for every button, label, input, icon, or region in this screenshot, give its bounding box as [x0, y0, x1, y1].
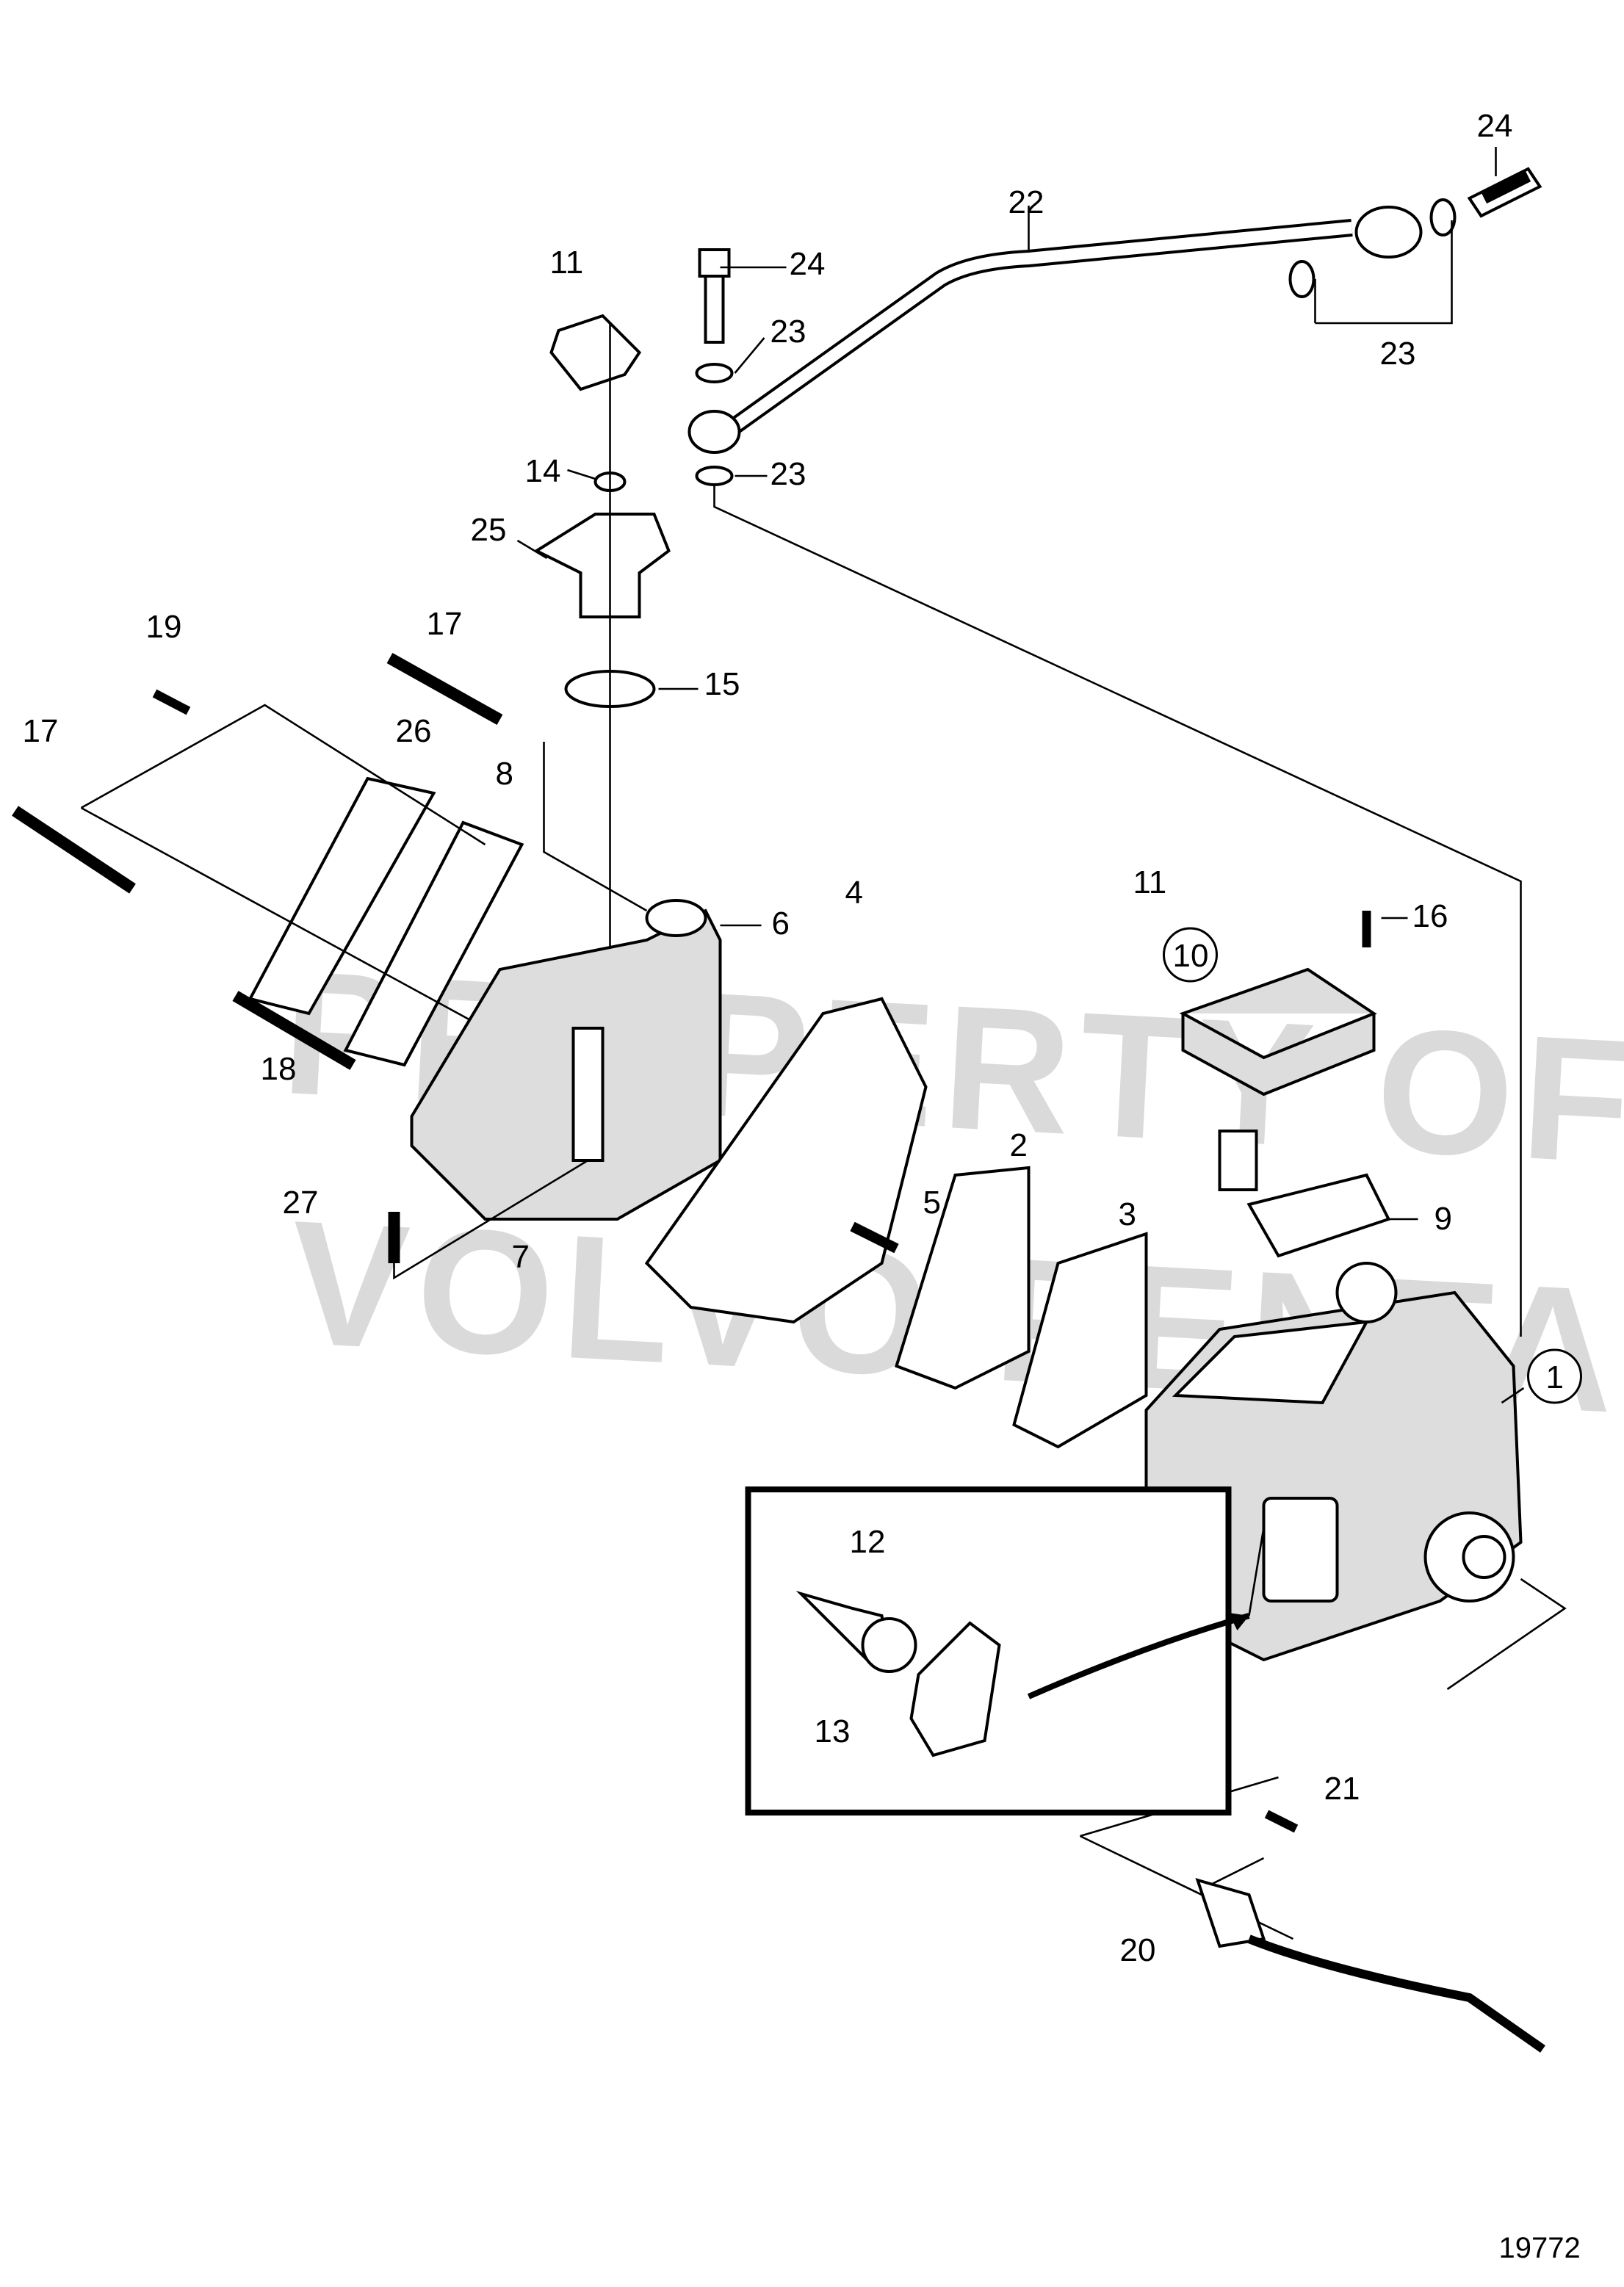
callout-15: 15 — [704, 666, 740, 702]
callout-12: 12 — [850, 1524, 886, 1560]
upper-bracket-assembly — [533, 314, 671, 1014]
callout-20: 20 — [1120, 1932, 1156, 1968]
callout-9: 9 — [1434, 1201, 1452, 1237]
callout-22: 22 — [1008, 184, 1044, 220]
callout-23: 23 — [771, 456, 806, 492]
callout-4: 4 — [845, 875, 863, 911]
callout-16: 16 — [1412, 898, 1448, 934]
callout-1: 1 — [1546, 1359, 1564, 1395]
callout-25: 25 — [471, 512, 507, 548]
detail-inset — [745, 1486, 1250, 1815]
figure-number: 19772 — [1499, 2232, 1581, 2264]
oil-pipe — [688, 167, 1542, 486]
callout-labels: 24 22 24 11 23 14 23 25 17 19 15 23 26 8… — [23, 108, 1582, 2264]
callout-17: 17 — [23, 713, 59, 749]
callout-13: 13 — [815, 1713, 851, 1749]
callout-18: 18 — [261, 1051, 297, 1087]
callout-8: 8 — [496, 756, 513, 792]
callout-24: 24 — [790, 246, 826, 282]
cover-plates — [80, 704, 524, 1067]
bolts — [12, 170, 1531, 1263]
callout-19: 19 — [146, 609, 182, 645]
callout-10: 10 — [1173, 938, 1209, 974]
callout-11: 11 — [1133, 864, 1167, 900]
callout-27: 27 — [283, 1185, 319, 1221]
callout-21: 21 — [1324, 1771, 1360, 1807]
cover-assembly — [1179, 967, 1391, 1258]
housing — [410, 899, 722, 1221]
sensor-cable — [1195, 1810, 1545, 2053]
callout-6: 6 — [772, 906, 790, 942]
callout-2: 2 — [1010, 1127, 1028, 1163]
callout-17: 17 — [427, 606, 463, 642]
injection-pump — [1144, 1262, 1523, 1662]
gasket-2 — [895, 1166, 1031, 1390]
callout-26: 26 — [396, 713, 432, 749]
callout-24: 24 — [1477, 108, 1513, 144]
callout-7: 7 — [512, 1239, 530, 1275]
gasket-4 — [644, 997, 928, 1324]
callout-14: 14 — [525, 453, 561, 489]
callout-circle — [1527, 1348, 1582, 1404]
gasket-3 — [1012, 1232, 1148, 1449]
callout-23: 23 — [771, 314, 806, 350]
callout-11: 11 — [550, 245, 584, 281]
callout-3: 3 — [1119, 1196, 1136, 1232]
callout-5: 5 — [923, 1185, 941, 1221]
callout-23: 23 — [1380, 336, 1416, 372]
callout-circle — [1163, 927, 1218, 983]
